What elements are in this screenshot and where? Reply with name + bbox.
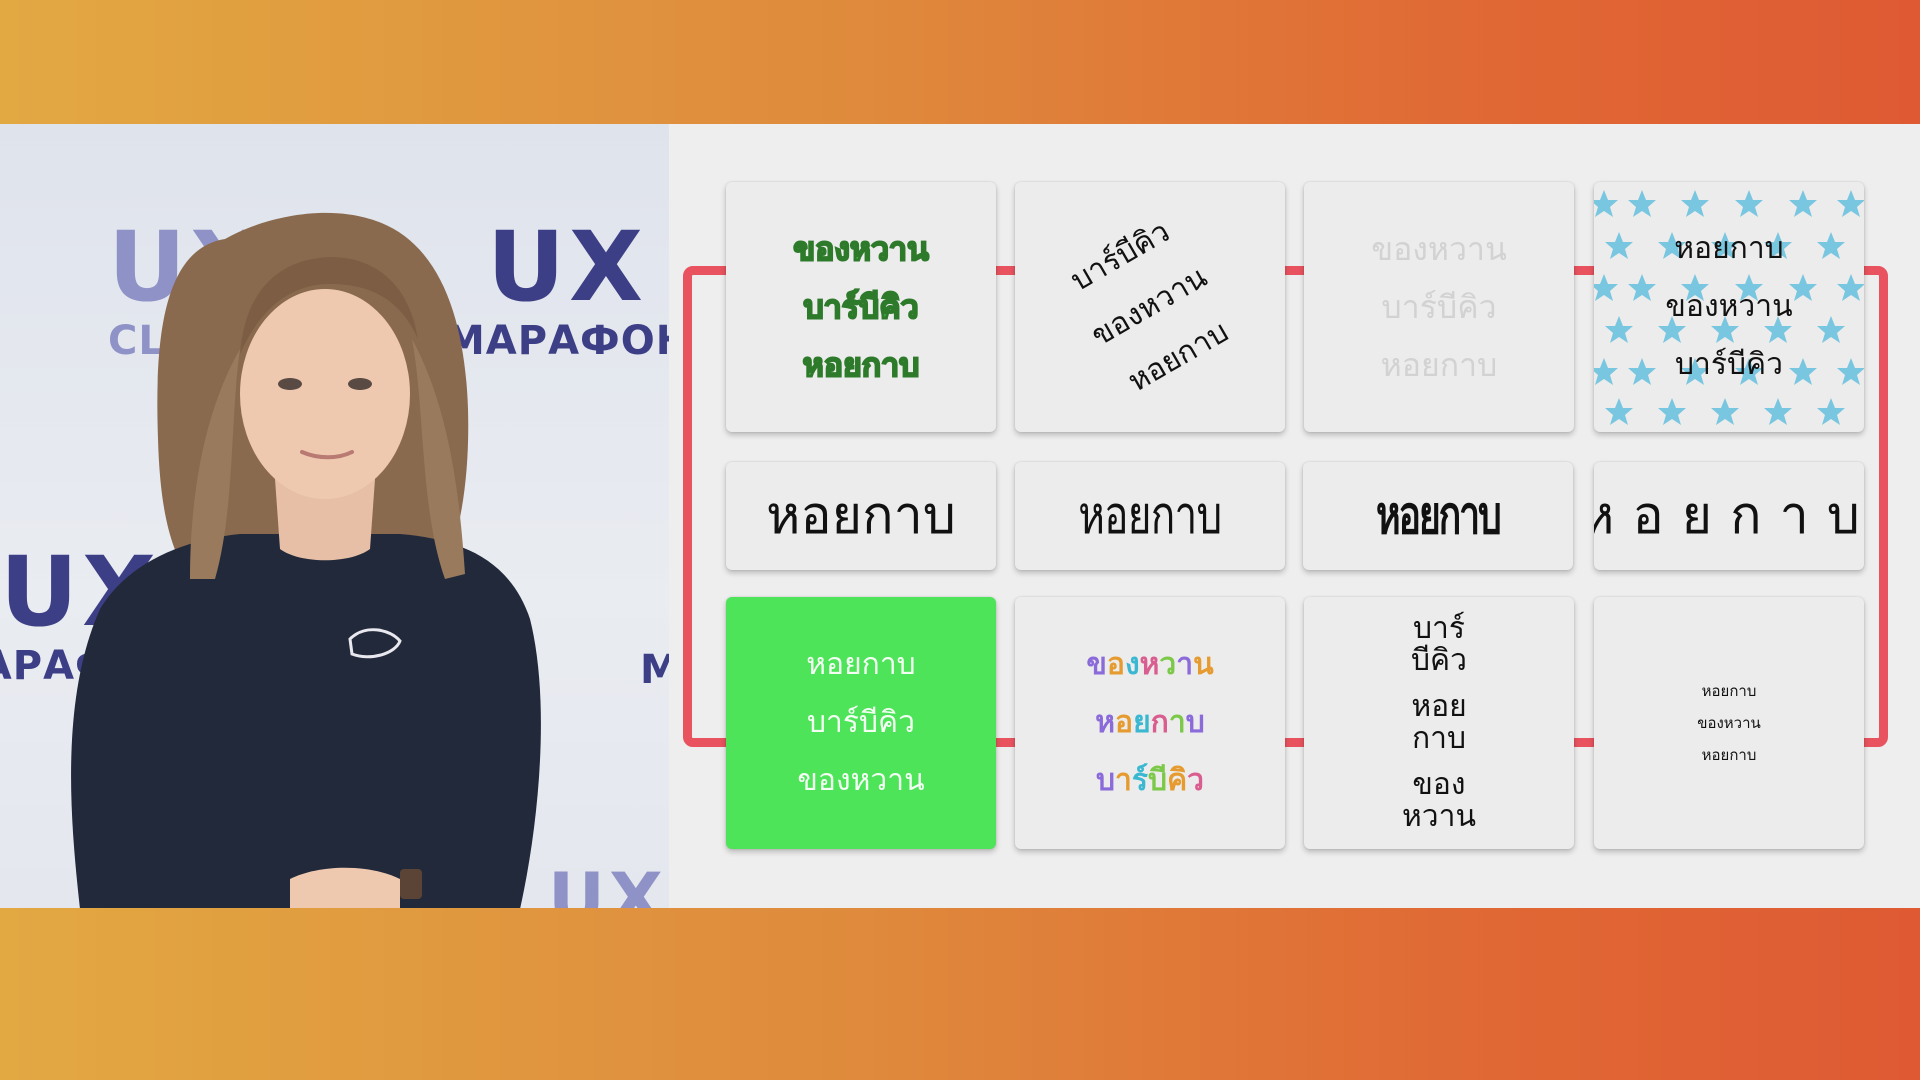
card-line: บาร์บีคิว bbox=[1381, 288, 1497, 326]
ux-logo-bottom: UX bbox=[548, 864, 667, 908]
card-line: กาบ bbox=[1411, 721, 1467, 756]
card-tiny-text: หอยกาบ ของหวาน หอยกาบ bbox=[1594, 597, 1864, 849]
card-line: ของหวาน bbox=[792, 229, 930, 269]
ux-marathon-logo: UX МАРАФОН bbox=[445, 219, 669, 361]
card-line: หวาน bbox=[1402, 799, 1476, 834]
card-multicolor-text: ของหวาน หอยกาบ บาร์บีคิว bbox=[1015, 597, 1285, 849]
card-line: บีคิว bbox=[1411, 643, 1467, 678]
card-broken-lines: บาร์ บีคิว หอย กาบ ของ หวาน bbox=[1304, 597, 1574, 849]
card-line: หอยกาบ bbox=[806, 647, 916, 682]
card-line: หอยกาบ bbox=[1380, 346, 1498, 384]
logo-ux-text: UX bbox=[548, 858, 667, 908]
card-outline-text: ของหวาน บาร์บีคิว หอยกาบ bbox=[726, 182, 996, 432]
card-line: หอยกาบ bbox=[1701, 746, 1757, 764]
card-line: บาร์บีคิว bbox=[1675, 347, 1783, 382]
card-font-extra-condensed: หอยกาบ bbox=[1303, 462, 1573, 570]
logo-sub-text: МАРАФОН bbox=[445, 318, 669, 364]
presentation-slide: ของหวาน บาร์บีคิว หอยกาบ บาร์บีคิว ของหว… bbox=[669, 124, 1920, 908]
ux-marathon-logo-right: М bbox=[640, 644, 669, 690]
card-green-background: หอยกาบ บาร์บีคิว ของหวาน bbox=[726, 597, 996, 849]
card-line: ของหวาน bbox=[1371, 230, 1507, 268]
card-star-background: หอยกาบ ของหวาน บาร์บีคิว bbox=[1594, 182, 1864, 432]
card-line: บาร์ bbox=[1412, 611, 1465, 646]
video-stage: UX CLUB UX МАРАФОН UX МАРАФОН М UX bbox=[0, 124, 1920, 908]
card-line-multicolor: บาร์บีคิว bbox=[1095, 763, 1204, 798]
speaker-figure bbox=[71, 212, 541, 908]
logo-ux-text: UX bbox=[487, 211, 647, 323]
card-word: หอยกาบ bbox=[1594, 486, 1864, 546]
red-frame bbox=[683, 266, 1888, 747]
rotated-text-group: บาร์บีคิว ของหวาน หอยกาบ bbox=[1051, 200, 1248, 414]
card-line: ของหวาน bbox=[1665, 289, 1793, 324]
card-line: หอยกาบ bbox=[1674, 231, 1784, 266]
speaker-camera-view: UX CLUB UX МАРАФОН UX МАРАФОН М UX bbox=[0, 124, 669, 908]
card-line: ของ bbox=[1412, 767, 1466, 802]
card-line: หอยกาบ bbox=[802, 345, 921, 385]
card-line: บาร์บีคิว bbox=[807, 705, 915, 740]
card-line-multicolor: หอยกาบ bbox=[1095, 705, 1205, 740]
card-word: หอยกาบ bbox=[1376, 486, 1502, 546]
card-font-regular: หอยกาบ bbox=[726, 462, 996, 570]
card-line: หอยกาบ bbox=[1701, 682, 1757, 700]
card-line: บาร์บีคิว bbox=[802, 287, 919, 327]
card-word: หอยกาบ bbox=[766, 486, 956, 546]
card-low-contrast-text: ของหวาน บาร์บีคิว หอยกาบ bbox=[1304, 182, 1574, 432]
logo-sub-text: М bbox=[640, 647, 669, 693]
card-font-condensed: หอยกาบ bbox=[1015, 462, 1285, 570]
card-rotated-text: บาร์บีคิว ของหวาน หอยกาบ bbox=[1015, 182, 1285, 432]
card-line: หอย bbox=[1411, 689, 1467, 724]
card-font-wide-spacing: หอยกาบ bbox=[1594, 462, 1864, 570]
card-line: ของหวาน bbox=[1697, 714, 1761, 732]
card-word: หอยกาบ bbox=[1078, 486, 1222, 546]
card-line-multicolor: ของหวาน bbox=[1086, 647, 1214, 682]
card-line: ของหวาน bbox=[797, 763, 925, 798]
